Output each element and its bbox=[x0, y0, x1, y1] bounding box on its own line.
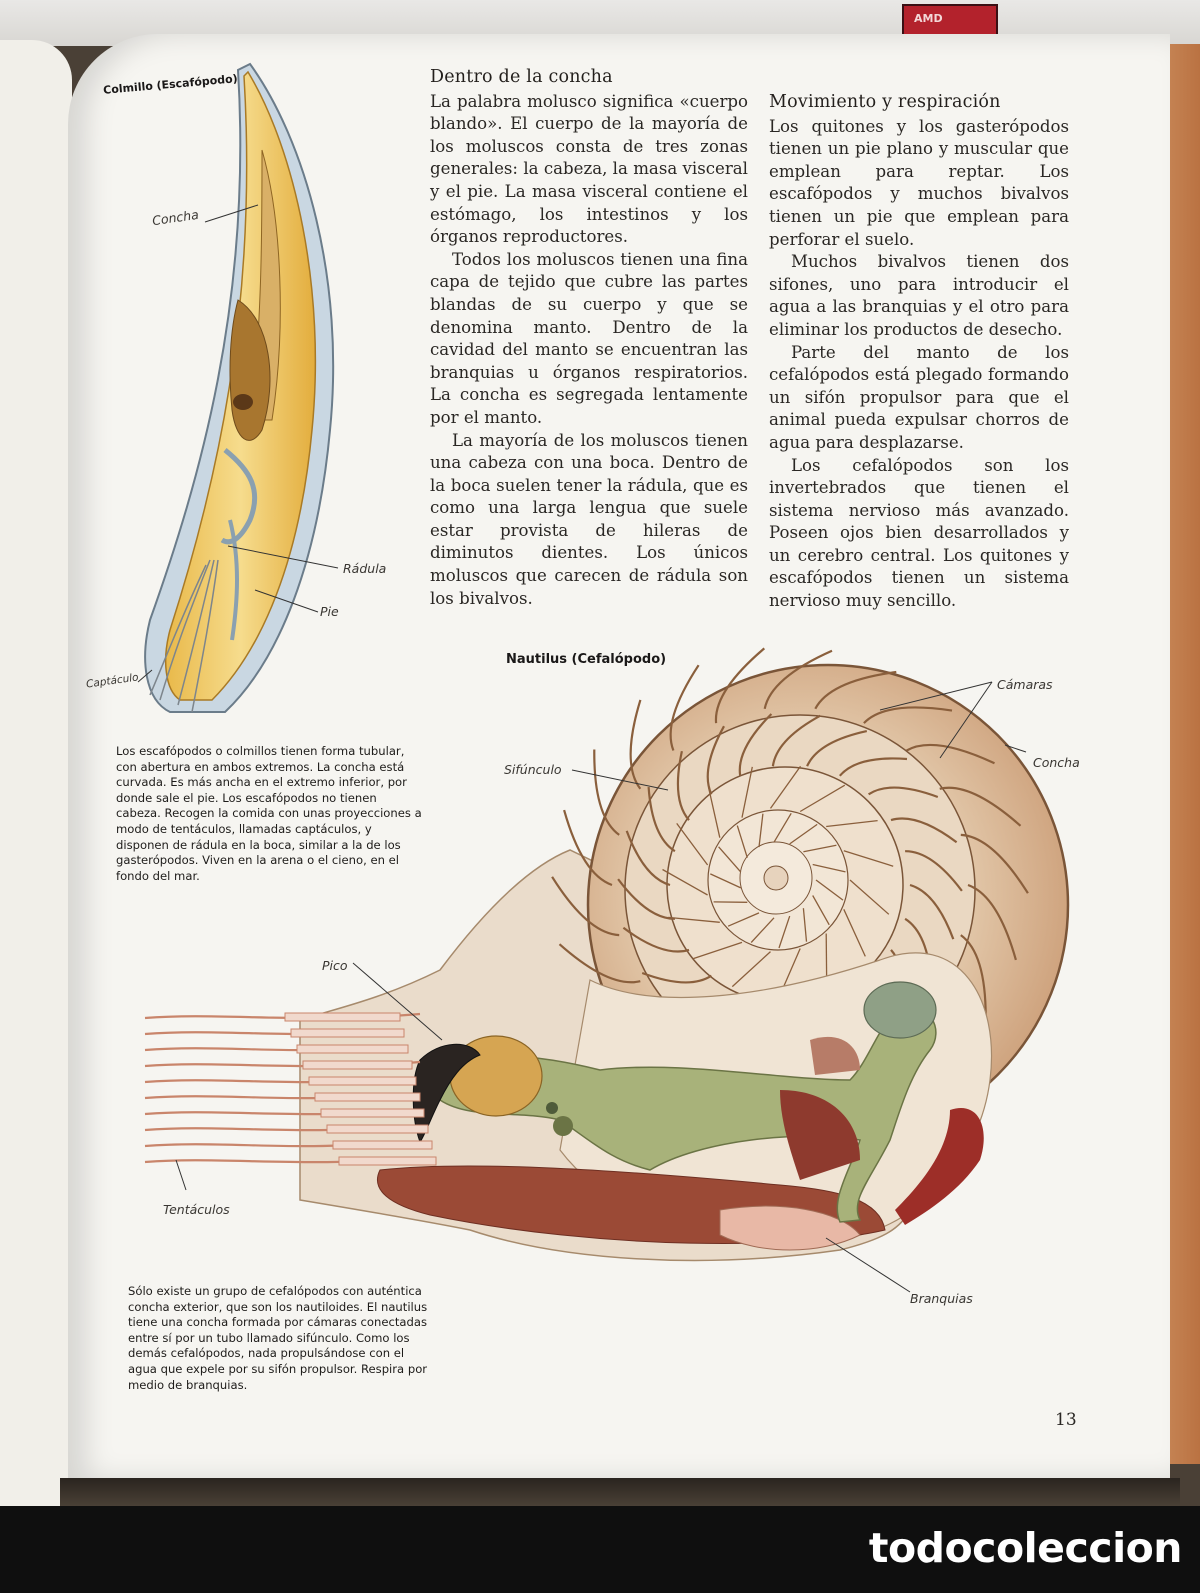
tentacle-sheath bbox=[320, 1108, 425, 1118]
section-movement-paragraph: Muchos bivalvos tienen dos sifones, uno … bbox=[769, 252, 1069, 339]
shell-septum bbox=[563, 809, 613, 887]
section-movement-paragraph: Los quitones y los gasterópodos tienen u… bbox=[769, 116, 1069, 249]
nautilus-caption: Sólo existe un grupo de cefalópodos con … bbox=[128, 1284, 428, 1392]
section-inside-shell-heading: Dentro de la concha bbox=[430, 67, 613, 87]
tusk-leader-lines bbox=[137, 204, 339, 683]
shell-septum bbox=[802, 908, 808, 942]
shell-septum bbox=[617, 878, 675, 920]
tusk-label-radula: Rádula bbox=[343, 561, 387, 576]
nautilus-label-shell: Concha bbox=[1033, 755, 1080, 770]
nautilus-label-gills: Branquias bbox=[910, 1291, 973, 1306]
shell-septum bbox=[736, 825, 748, 858]
section-inside-shell-paragraph: Todos los moluscos tienen una fina capa … bbox=[430, 249, 748, 427]
shell-septum bbox=[849, 879, 890, 915]
shell-septum bbox=[622, 926, 690, 953]
shell-septum bbox=[668, 916, 720, 923]
nautilus-label-tentacles: Tentáculos bbox=[163, 1202, 230, 1217]
shell-septum bbox=[731, 951, 771, 988]
nautilus-illustration bbox=[144, 647, 1070, 1262]
shell-septum bbox=[789, 823, 818, 845]
shell-septum bbox=[758, 813, 764, 848]
shell-septum bbox=[647, 787, 676, 853]
shell-septum bbox=[909, 883, 955, 940]
shell-septum bbox=[812, 895, 830, 926]
facing-page-edge bbox=[0, 40, 72, 1520]
tentacle-sheath bbox=[302, 1060, 413, 1070]
shell-septum bbox=[814, 670, 897, 710]
shell-septum bbox=[960, 934, 987, 1021]
shell-septum bbox=[750, 917, 775, 943]
shell-septum bbox=[960, 833, 1029, 894]
tentacle-sheath bbox=[296, 1044, 409, 1054]
watermark-bar: todocoleccion bbox=[0, 1506, 1200, 1593]
section-inside-shell-paragraph: La palabra molusco significa «cuerpo bla… bbox=[430, 91, 748, 247]
tentacle-sheath bbox=[338, 1156, 437, 1166]
shell-septum bbox=[707, 786, 721, 838]
section-movement-heading: Movimiento y respiración bbox=[769, 92, 1001, 112]
shell-septum bbox=[738, 713, 773, 776]
tentacle-sheath bbox=[314, 1092, 421, 1102]
nautilus-label-beak: Pico bbox=[322, 958, 348, 973]
shell-septum bbox=[718, 846, 742, 873]
tentacle-sheath bbox=[332, 1140, 433, 1150]
nautilus-label-chambers: Cámaras bbox=[997, 677, 1053, 692]
shell-septum bbox=[741, 766, 753, 818]
watermark-logo: todocoleccion bbox=[868, 1524, 1183, 1572]
shell-septum bbox=[843, 909, 866, 957]
tentacle-sheath bbox=[326, 1124, 429, 1134]
section-inside-shell-paragraph: La mayoría de los moluscos tienen una ca… bbox=[430, 430, 748, 608]
tentacle-sheath bbox=[290, 1028, 405, 1038]
shell-septum bbox=[806, 730, 868, 767]
shell-septum bbox=[843, 850, 894, 867]
shell-septum bbox=[812, 863, 846, 873]
tusk-label-foot: Pie bbox=[320, 604, 339, 619]
shell-septum bbox=[769, 765, 802, 809]
shell-septum bbox=[906, 743, 995, 765]
shell-septum bbox=[593, 749, 620, 836]
shell-septum bbox=[714, 647, 766, 724]
nautilus-label-siphuncle: Sifúnculo bbox=[504, 762, 562, 777]
amd-sticker: AMD bbox=[902, 4, 998, 38]
shell-septum bbox=[826, 819, 878, 828]
shell-septum bbox=[676, 823, 709, 866]
shell-septum bbox=[967, 883, 1017, 961]
shell-septum bbox=[625, 830, 671, 887]
shell-septum bbox=[641, 971, 713, 984]
section-movement-paragraph: Parte del manto de los cefalópodos está … bbox=[769, 342, 1069, 452]
section-inside-shell: Dentro de la concha La palabra molusco s… bbox=[430, 66, 748, 610]
shell-septum bbox=[773, 812, 792, 843]
nautilus-figure-title: Nautilus (Cefalópodo) bbox=[506, 652, 667, 667]
shell-septum bbox=[890, 817, 958, 844]
shell-septum bbox=[710, 873, 742, 889]
shell-septum bbox=[778, 915, 791, 949]
shell-septum bbox=[692, 941, 743, 960]
shell-septum bbox=[558, 943, 641, 984]
tusk-shell-illustration bbox=[144, 62, 335, 713]
shell-septum bbox=[669, 664, 700, 751]
section-movement-paragraph: Los cefalópodos son los invertebrados qu… bbox=[769, 455, 1069, 611]
shell-septum bbox=[838, 757, 908, 777]
shell-septum bbox=[763, 649, 833, 710]
shell-septum bbox=[803, 844, 837, 853]
nautilus-leader-lines bbox=[175, 681, 1027, 1293]
shell-septum bbox=[676, 750, 690, 821]
shell-septum bbox=[662, 868, 708, 896]
shell-septum bbox=[867, 786, 939, 799]
tusk-caption: Los escafópodos o colmillos tienen forma… bbox=[116, 744, 422, 883]
shell-septum bbox=[771, 714, 821, 767]
tentacle-sheath bbox=[308, 1076, 417, 1086]
shell-septum bbox=[551, 876, 620, 937]
page-number: 13 bbox=[1055, 1410, 1077, 1430]
section-movement-respiration: Movimiento y respiración Los quitones y … bbox=[769, 91, 1069, 613]
shell-septum bbox=[905, 850, 963, 892]
shell-septum bbox=[863, 706, 953, 724]
shell-septum bbox=[815, 879, 844, 901]
shell-septum bbox=[799, 784, 846, 813]
tentacle-sheath bbox=[284, 1012, 401, 1022]
shell-septum bbox=[727, 912, 760, 927]
page-bottom-shadow bbox=[60, 1478, 1180, 1506]
shell-septum bbox=[939, 786, 1022, 827]
